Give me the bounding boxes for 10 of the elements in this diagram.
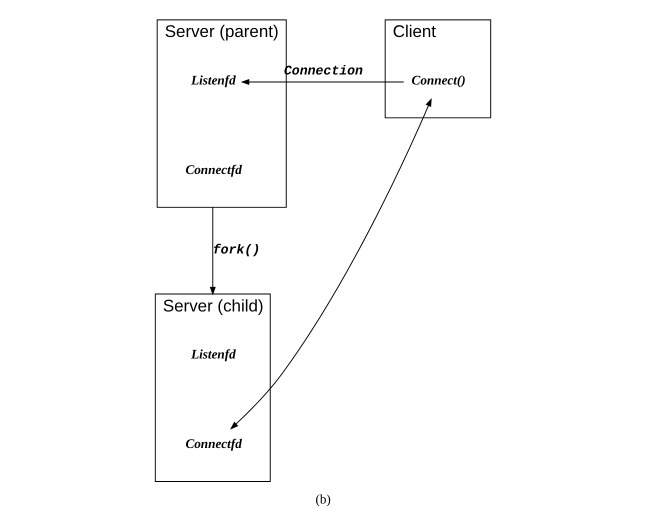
node-text: Connectfd bbox=[184, 162, 242, 178]
node-text: Listenfd bbox=[190, 72, 236, 88]
arrow bbox=[240, 79, 404, 85]
node-text: Connectfd bbox=[184, 436, 242, 452]
arrow bbox=[209, 206, 216, 296]
caption: (b) bbox=[314, 491, 330, 506]
node-text: Listenfd bbox=[190, 346, 236, 362]
edge-label: fork() bbox=[212, 242, 260, 258]
arrow bbox=[230, 98, 432, 430]
node-text: Connect() bbox=[411, 72, 466, 88]
